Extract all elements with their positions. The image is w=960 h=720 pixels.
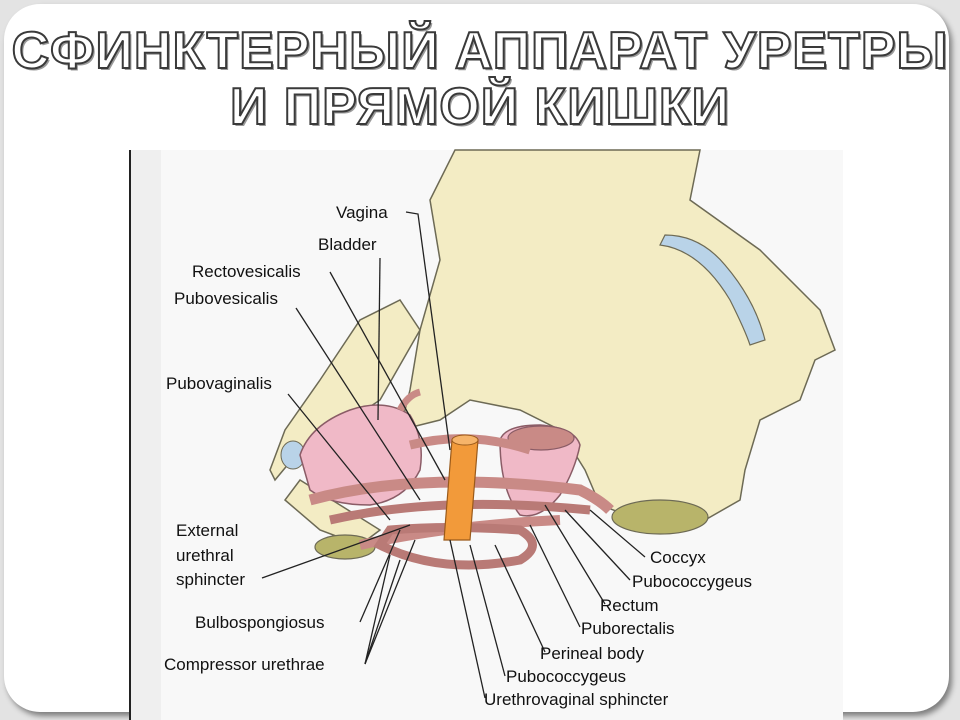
muscle-band-1 xyxy=(308,476,614,514)
label-perineal-body: Perineal body xyxy=(540,644,644,663)
label-bladder: Bladder xyxy=(318,235,377,254)
label-rectovesicalis: Rectovesicalis xyxy=(192,262,301,281)
vagina-opening xyxy=(451,434,479,446)
leader-external-urethral xyxy=(261,524,411,579)
leader-rectum xyxy=(544,504,606,605)
leader-lines xyxy=(261,211,646,699)
leader-urethrovaginal xyxy=(449,539,486,699)
label-pubovesicalis: Pubovesicalis xyxy=(174,289,278,308)
label-coccyx: Coccyx xyxy=(650,548,706,567)
label-bulbospongiosus: Bulbospongiosus xyxy=(195,613,325,632)
leader-coccyx xyxy=(589,509,646,558)
leader-vagina xyxy=(405,211,451,451)
leader-pubococcygeus-right xyxy=(564,509,631,581)
slide-title-line-2: И ПРЯМОЙ КИШКИ xyxy=(229,77,731,137)
leader-compressor-3 xyxy=(364,554,391,665)
label-pubovaginalis: Pubovaginalis xyxy=(166,374,272,393)
ureter xyxy=(396,388,422,412)
label-external-line-3: sphincter xyxy=(176,570,245,589)
sacroiliac-cartilage xyxy=(659,234,766,346)
muscle-ring xyxy=(373,523,537,570)
leader-rectovesicalis xyxy=(329,271,446,481)
label-external-line-1: External xyxy=(176,521,239,540)
leader-bladder xyxy=(377,257,381,421)
label-rectum: Rectum xyxy=(600,596,659,615)
label-external-line-2: urethral xyxy=(176,546,234,565)
label-urethrovaginal-sphincter: Urethrovaginal sphincter xyxy=(484,690,669,709)
figure-left-strip xyxy=(131,150,161,720)
pubic-ramus xyxy=(283,478,382,546)
slide-title-line-1: СФИНКТЕРНЫЙ АППАРАТ УРЕТРЫ xyxy=(11,21,949,81)
leader-compressor-1 xyxy=(364,539,416,665)
figure-left-border xyxy=(129,150,131,720)
leader-pubococcygeus-bottom xyxy=(469,544,506,677)
leader-perineal-body xyxy=(494,544,546,653)
label-compressor-urethrae: Compressor urethrae xyxy=(164,655,325,674)
label-pubococcygeus-right: Pubococcygeus xyxy=(632,572,753,591)
leader-pubovaginalis xyxy=(287,393,391,521)
leader-compressor-2 xyxy=(364,559,401,665)
leader-bulbospongiosus xyxy=(359,529,401,623)
leader-pubovesicalis xyxy=(295,307,421,501)
leader-puborectalis xyxy=(529,524,581,628)
label-pubococcygeus-bottom: Pubococcygeus xyxy=(506,667,627,686)
label-puborectalis: Puborectalis xyxy=(581,619,675,638)
label-vagina: Vagina xyxy=(336,203,388,222)
coccyx-cut-section xyxy=(611,499,709,535)
